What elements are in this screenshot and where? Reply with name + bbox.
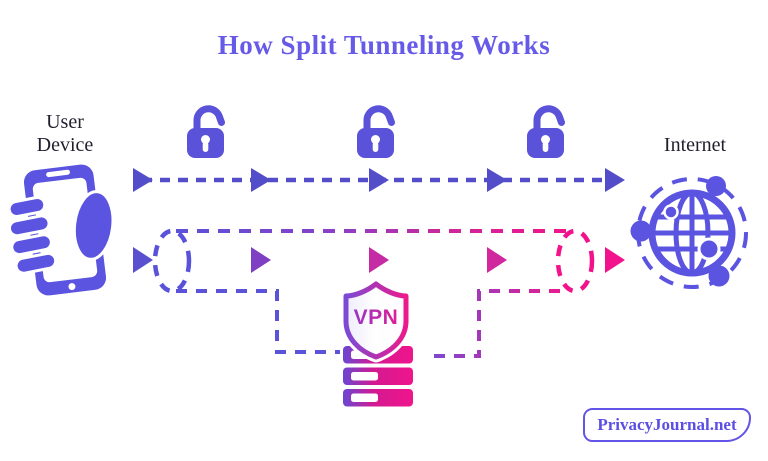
tunnel-arrow-icon-4 [487, 247, 507, 273]
tunnel-arrow-icon-5 [605, 247, 625, 273]
open-padlock-icon-2 [357, 105, 395, 158]
tunnel-exit-ellipse [555, 228, 595, 294]
direct-arrow-icon-2 [251, 168, 271, 192]
open-padlocks [187, 105, 565, 158]
globe-node-dot [697, 237, 721, 261]
user-device-label-line2: Device [36, 134, 94, 156]
open-padlock-icon-3 [527, 105, 565, 158]
vpn-tunnel-outline [152, 228, 595, 358]
globe-node-dot [708, 265, 730, 287]
tunnel-entrance-ellipse [152, 228, 192, 294]
tunnel-bottom-right-outline [434, 289, 560, 358]
hand-holding-phone-icon [7, 164, 115, 296]
thumb-shape [72, 190, 115, 261]
globe-node-dot [663, 204, 679, 220]
globe-node-dot [706, 176, 726, 196]
tunnel-arrow-icon-3 [369, 247, 389, 273]
direct-path [133, 168, 625, 192]
internet-label: Internet [663, 134, 727, 156]
brand-badge: PrivacyJournal.net [583, 408, 751, 442]
direct-arrow-icon-3 [369, 168, 389, 192]
globe-node-dot [630, 220, 652, 242]
vpn-shield-icon [340, 278, 412, 363]
open-padlock-icon-1 [187, 105, 225, 158]
user-device-label-line1: User [46, 111, 84, 133]
tunnel-arrow-icon-1 [133, 247, 153, 273]
vpn-shield-label: VPN [345, 306, 407, 330]
internet-globe-icon [630, 176, 748, 289]
brand-label: PrivacyJournal.net [597, 415, 737, 434]
direct-arrow-icon-1 [133, 168, 153, 192]
page-title: How Split Tunneling Works [217, 30, 551, 60]
user-device-label: User Device [0, 111, 130, 157]
fingers-shape [7, 195, 58, 275]
direct-arrow-icon-5 [605, 168, 625, 192]
tunnel-path [133, 247, 625, 273]
direct-arrow-icon-4 [487, 168, 507, 192]
tunnel-bottom-left-outline [176, 289, 340, 354]
tunnel-arrow-icon-2 [251, 247, 271, 273]
